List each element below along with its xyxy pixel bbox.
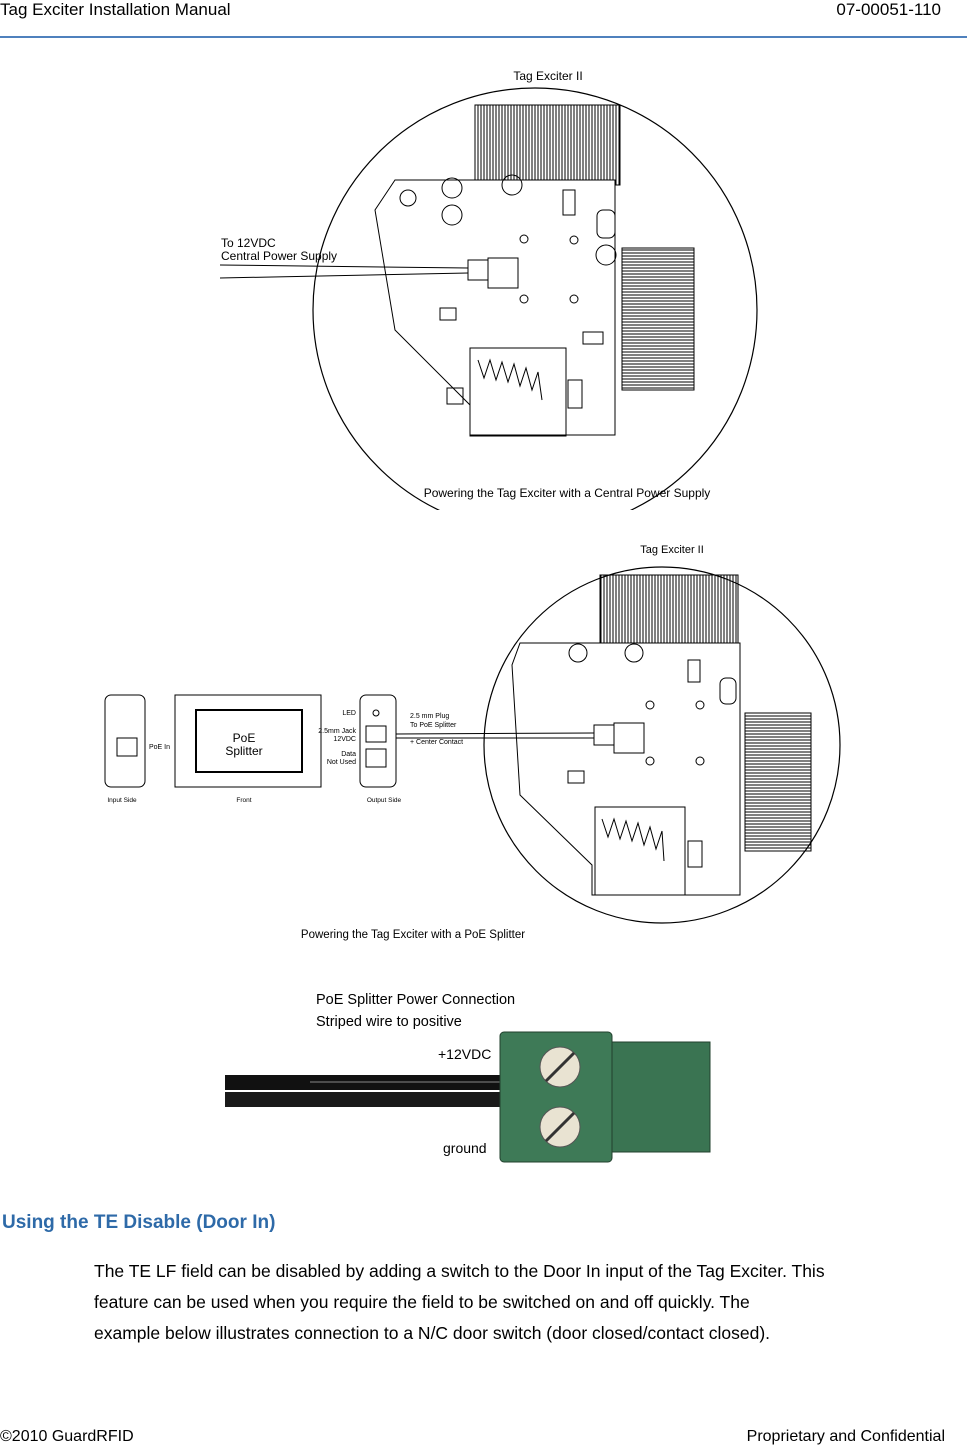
mount-slot xyxy=(719,677,737,705)
screw xyxy=(645,700,655,710)
antenna-coil xyxy=(601,817,665,862)
data-label-1: Data xyxy=(341,751,356,758)
ground-label: ground xyxy=(443,1140,487,1156)
front-label: Front xyxy=(236,797,251,804)
right-heatsink xyxy=(744,712,812,852)
screw-slot xyxy=(544,1051,576,1083)
plug-label-1: 2.5 mm Plug xyxy=(410,713,449,720)
dip-switch xyxy=(687,659,701,683)
display xyxy=(567,379,583,409)
photo-title-2: Striped wire to positive xyxy=(316,1014,462,1030)
jumper-block xyxy=(582,331,604,345)
header-rule xyxy=(0,36,967,38)
board-hole xyxy=(441,177,463,199)
screw xyxy=(695,756,705,766)
footer-copyright: ©2010 GuardRFID xyxy=(0,1428,134,1445)
board-hole xyxy=(441,204,463,226)
splitter-input-side xyxy=(104,694,146,788)
device-outline xyxy=(483,566,841,924)
sub-board xyxy=(594,806,686,896)
wire-label-line-2: Central Power Supply xyxy=(221,249,337,263)
screw xyxy=(519,294,529,304)
dip-switch xyxy=(562,189,576,216)
jack-label-1: 2.5mm Jack xyxy=(318,728,356,735)
led xyxy=(372,709,380,717)
circuit-board xyxy=(374,179,616,436)
screw xyxy=(569,294,579,304)
board-hole xyxy=(501,174,523,196)
board-hole xyxy=(568,643,588,663)
plug-label-3: + Center Contact xyxy=(410,739,463,746)
splitter-front xyxy=(174,694,322,788)
input-side-label: Input Side xyxy=(107,797,137,804)
poe-in-label: PoE In xyxy=(149,744,170,751)
plus-label: +12VDC xyxy=(438,1046,491,1062)
power-terminal xyxy=(487,257,519,289)
mount-slot xyxy=(596,209,616,239)
figure-central-power: Tag Exciter II To 12VDC Central Power Su… xyxy=(219,69,758,510)
screw xyxy=(519,234,529,244)
screw xyxy=(645,756,655,766)
circuit-board xyxy=(511,642,741,896)
section-heading: Using the TE Disable (Door In) xyxy=(2,1212,276,1233)
display xyxy=(687,840,703,868)
data-port xyxy=(365,748,387,768)
device-label: Tag Exciter II xyxy=(513,69,582,83)
device-outline xyxy=(312,87,758,510)
power-wire xyxy=(219,264,469,269)
screw xyxy=(695,700,705,710)
data-label-2: Not Used xyxy=(327,759,356,766)
terminal-plug xyxy=(611,1041,711,1153)
screw-slot xyxy=(544,1111,576,1143)
device-label: Tag Exciter II xyxy=(640,544,704,556)
figure-caption: Powering the Tag Exciter with a Central … xyxy=(424,486,711,500)
power-terminal xyxy=(613,722,645,754)
paragraph-line: feature can be used when you require the… xyxy=(94,1292,750,1312)
led-label: LED xyxy=(342,710,356,717)
splitter-front-panel xyxy=(195,709,303,773)
antenna-coil xyxy=(477,358,543,401)
top-heatsink xyxy=(599,574,739,646)
figure-connection-photo: PoE Splitter Power Connection Striped wi… xyxy=(225,992,711,1163)
terminal-block xyxy=(439,307,457,321)
header-doc-number: 07-00051-110 xyxy=(836,0,941,19)
power-wire xyxy=(219,272,469,279)
splitter-output-side xyxy=(359,694,397,788)
rj45-port xyxy=(116,737,138,757)
battery xyxy=(446,387,464,405)
board-hole xyxy=(624,643,644,663)
photo-title-1: PoE Splitter Power Connection xyxy=(316,992,515,1008)
paragraph-line: example below illustrates connection to … xyxy=(94,1323,771,1343)
output-side-label: Output Side xyxy=(367,797,402,804)
terminal-block xyxy=(567,770,585,784)
jack-label-2: 12VDC xyxy=(333,736,356,743)
board-hole xyxy=(595,244,617,266)
top-heatsink xyxy=(474,104,621,186)
footer-confidential: Proprietary and Confidential xyxy=(746,1428,945,1445)
power-cable xyxy=(395,732,595,735)
figure-poe-splitter: Tag Exciter II PoE In PoE Splitter LED 2… xyxy=(104,544,841,941)
section-paragraph: The TE LF field can be disabled by addin… xyxy=(94,1256,954,1349)
sub-board xyxy=(469,347,567,437)
board-hole xyxy=(399,189,417,207)
right-heatsink xyxy=(621,247,695,391)
screw xyxy=(569,235,579,245)
dc-jack xyxy=(365,725,387,743)
splitter-label: Splitter xyxy=(225,744,262,758)
figure-caption: Powering the Tag Exciter with a PoE Spli… xyxy=(301,929,525,941)
paragraph-line: The TE LF field can be disabled by addin… xyxy=(94,1261,825,1281)
plug-label-2: To PoE Splitter xyxy=(410,722,457,729)
poe-label: PoE xyxy=(233,731,256,745)
wire xyxy=(225,1092,515,1107)
header-title: Tag Exciter Installation Manual xyxy=(0,0,231,19)
wire-label-line-1: To 12VDC xyxy=(221,236,276,250)
